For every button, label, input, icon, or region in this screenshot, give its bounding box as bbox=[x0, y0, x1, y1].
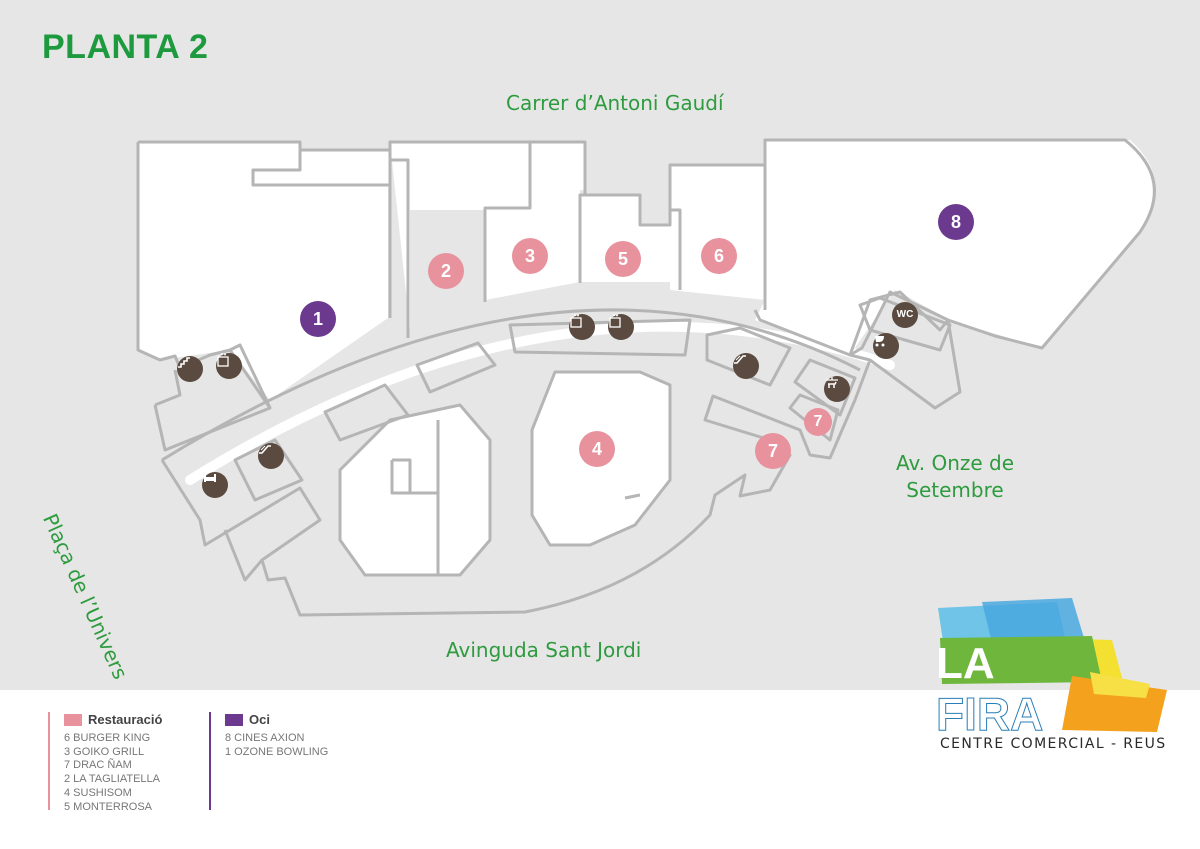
unit-marker-3[interactable]: 3 bbox=[512, 238, 548, 274]
legend-list: 6 BURGER KING 3 GOIKO GRILL 7 DRAC ÑAM 2… bbox=[64, 732, 160, 814]
unit-marker-6[interactable]: 6 bbox=[701, 238, 737, 274]
legend-item: 7 DRAC ÑAM bbox=[64, 759, 132, 772]
unit-marker-8[interactable]: 8 bbox=[938, 204, 974, 240]
unit-marker-5[interactable]: 5 bbox=[605, 241, 641, 277]
logo-lettering: LA FIRA bbox=[936, 639, 1044, 738]
logo-graphic: LA FIRA bbox=[936, 598, 1167, 738]
legend-item: 4 SUSHISOM bbox=[64, 786, 132, 799]
legend-item: 6 BURGER KING bbox=[64, 732, 151, 744]
page-title: PLANTA 2 bbox=[42, 28, 209, 66]
logo-text-fira: FIRA bbox=[936, 688, 1043, 738]
elevator-icon bbox=[608, 314, 634, 340]
toilet-icon: WC bbox=[892, 302, 918, 328]
legend-swatch bbox=[225, 713, 243, 726]
legend-item: 8 CINES AXION bbox=[225, 732, 305, 744]
legend-title: Restauració bbox=[88, 712, 163, 727]
legend-title: Oci bbox=[249, 712, 270, 727]
street-label-east: Av. Onze de Setembre bbox=[895, 451, 1015, 502]
logo-text-la: LA bbox=[936, 639, 995, 688]
legend-item: 3 GOIKO GRILL bbox=[64, 745, 145, 758]
floor-map: PLANTA 2 Carrer d’Antoni Gaudí Avinguda … bbox=[0, 0, 1200, 690]
baby-stroller-icon bbox=[873, 333, 899, 359]
legend-list: 8 CINES AXION 1 OZONE BOWLING bbox=[225, 732, 328, 759]
kiddie-ride-icon bbox=[824, 376, 850, 402]
floor-plan-outline bbox=[136, 138, 1156, 617]
la-fira-logo: LA FIRA CENTRE COMERCIAL - REUS bbox=[922, 598, 1172, 758]
unit-marker-7a[interactable]: 7 bbox=[755, 433, 791, 469]
elevator-icon bbox=[216, 353, 242, 379]
escalator-icon bbox=[258, 443, 284, 469]
legend-divider bbox=[209, 712, 211, 810]
legend-divider bbox=[48, 712, 50, 810]
legend-item: 1 OZONE BOWLING bbox=[225, 745, 329, 758]
elevator-icon bbox=[569, 314, 595, 340]
street-label-north: Carrer d’Antoni Gaudí bbox=[506, 91, 724, 115]
unit-marker-1[interactable]: 1 bbox=[300, 301, 336, 337]
street-label-south: Avinguda Sant Jordi bbox=[446, 638, 642, 662]
unit-marker-2[interactable]: 2 bbox=[428, 253, 464, 289]
unit-marker-7b[interactable]: 7 bbox=[804, 408, 832, 436]
stairs-icon bbox=[177, 356, 203, 382]
legend-heading: Restauració bbox=[64, 712, 162, 727]
legend-item: 5 MONTERROSA bbox=[64, 800, 153, 813]
unit-marker-4[interactable]: 4 bbox=[579, 431, 615, 467]
legend-item: 2 LA TAGLIATELLA bbox=[64, 773, 160, 786]
escalator-icon bbox=[733, 353, 759, 379]
logo-tagline: CENTRE COMERCIAL - REUS bbox=[940, 736, 1167, 752]
legend-swatch bbox=[64, 713, 82, 726]
legend-heading: Oci bbox=[225, 712, 270, 727]
rest-area-icon bbox=[202, 472, 228, 498]
